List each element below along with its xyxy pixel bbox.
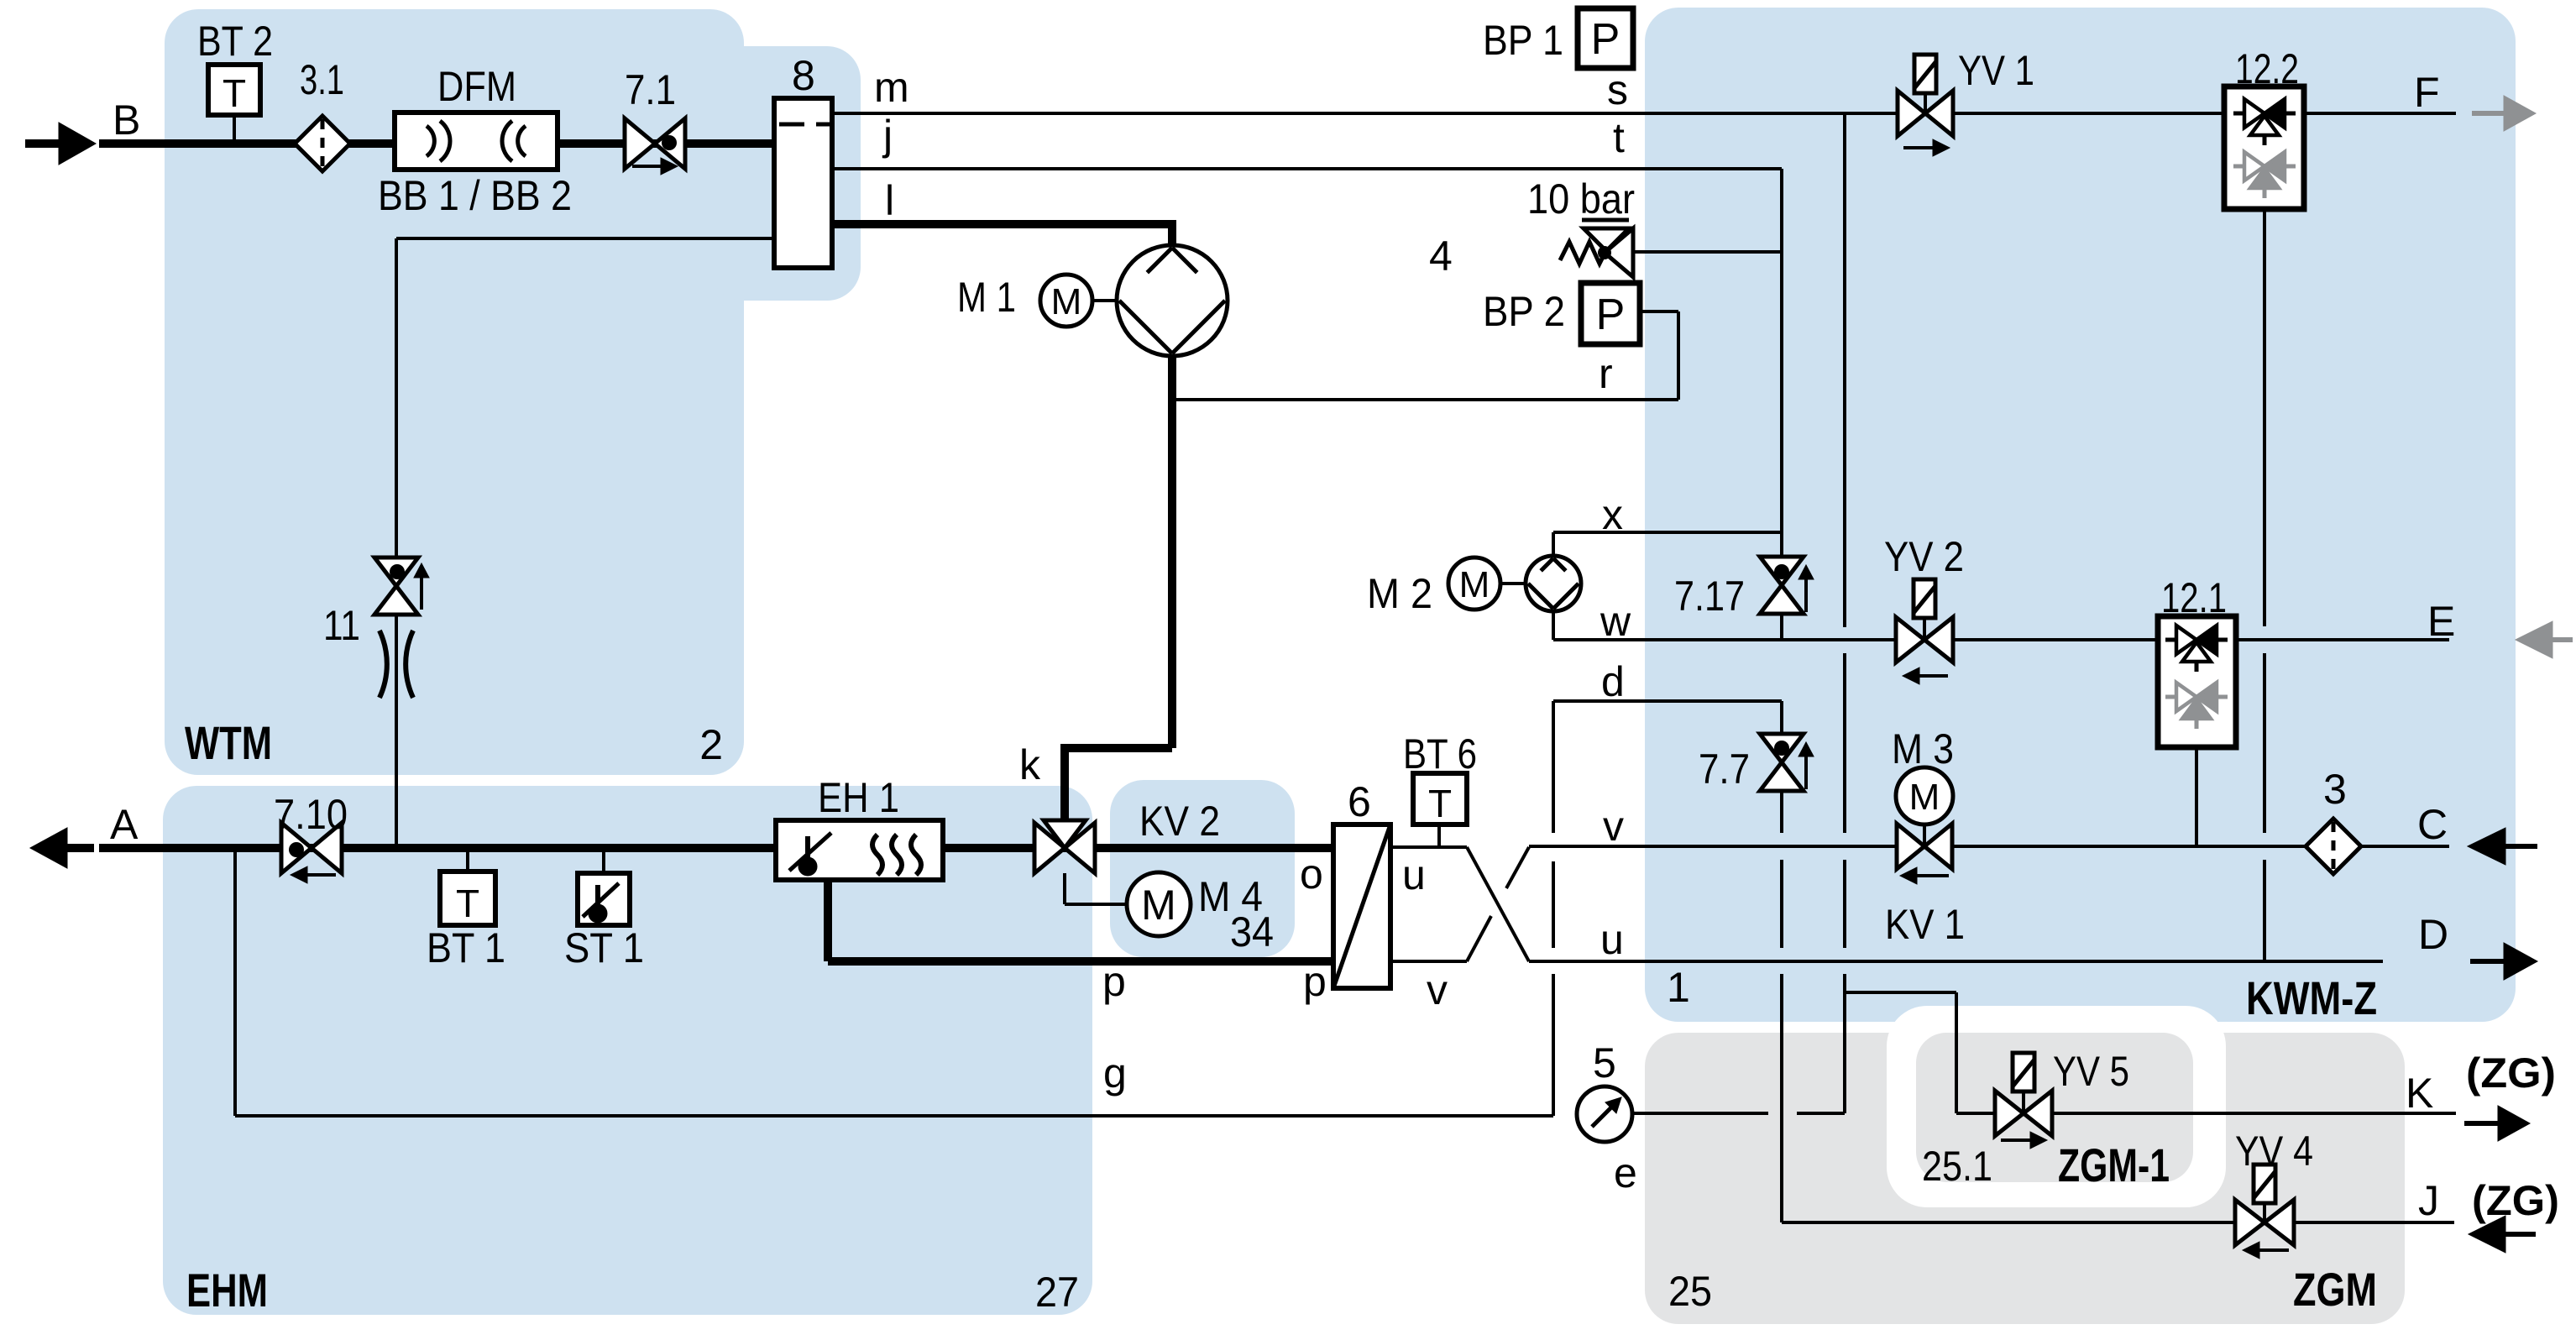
- svg-text:u: u: [1600, 916, 1624, 963]
- svg-text:M: M: [1141, 882, 1176, 929]
- svg-text:m: m: [874, 64, 909, 111]
- svg-text:4: 4: [1429, 233, 1453, 280]
- svg-text:BT 1: BT 1: [427, 924, 505, 971]
- svg-text:M 4: M 4: [1198, 873, 1263, 920]
- svg-text:34: 34: [1230, 908, 1274, 955]
- svg-text:d: d: [1601, 658, 1625, 705]
- svg-text:p: p: [1303, 958, 1327, 1005]
- svg-text:v: v: [1427, 966, 1448, 1013]
- svg-text:o: o: [1300, 851, 1323, 898]
- svg-text:8: 8: [792, 52, 815, 99]
- svg-text:WTM: WTM: [185, 716, 272, 769]
- svg-text:ZGM-1: ZGM-1: [2058, 1138, 2170, 1191]
- svg-text:KV 1: KV 1: [1885, 901, 1965, 948]
- svg-text:EHM: EHM: [186, 1264, 268, 1316]
- svg-text:12.1: 12.1: [2161, 574, 2227, 621]
- svg-text:D: D: [2418, 911, 2448, 958]
- svg-text:5: 5: [1593, 1039, 1616, 1086]
- svg-text:7.1: 7.1: [625, 66, 676, 113]
- svg-text:M: M: [1051, 281, 1082, 322]
- svg-text:YV 4: YV 4: [2235, 1128, 2313, 1175]
- svg-text:v: v: [1603, 803, 1624, 850]
- svg-text:KV 2: KV 2: [1139, 798, 1220, 845]
- svg-text:(ZG): (ZG): [2466, 1049, 2556, 1097]
- svg-text:M 2: M 2: [1367, 570, 1432, 617]
- svg-text:p: p: [1102, 958, 1126, 1005]
- svg-text:C: C: [2417, 801, 2448, 848]
- svg-text:J: J: [2418, 1177, 2439, 1224]
- svg-text:BT 6: BT 6: [1403, 730, 1477, 777]
- svg-text:DFM: DFM: [437, 63, 516, 110]
- svg-text:k: k: [1019, 741, 1041, 788]
- svg-text:x: x: [1602, 491, 1623, 538]
- svg-text:BB 1 / BB 2: BB 1 / BB 2: [378, 172, 572, 219]
- svg-text:M 3: M 3: [1892, 725, 1954, 772]
- svg-text:j: j: [882, 112, 893, 159]
- svg-text:l: l: [885, 177, 894, 224]
- svg-text:(ZG): (ZG): [2472, 1177, 2559, 1224]
- svg-text:3.1: 3.1: [300, 56, 344, 103]
- svg-text:YV 1: YV 1: [1958, 47, 2034, 94]
- svg-text:KWM-Z: KWM-Z: [2246, 971, 2377, 1024]
- svg-text:ZGM: ZGM: [2293, 1263, 2377, 1316]
- svg-text:YV 5: YV 5: [2053, 1048, 2129, 1095]
- svg-text:r: r: [1599, 350, 1613, 397]
- svg-text:M: M: [1459, 564, 1490, 605]
- svg-text:P: P: [1596, 291, 1626, 339]
- svg-text:T: T: [1428, 782, 1452, 825]
- svg-text:M: M: [1909, 777, 1940, 818]
- svg-text:10 bar: 10 bar: [1527, 175, 1635, 222]
- svg-text:3: 3: [2323, 766, 2347, 813]
- svg-text:6: 6: [1348, 778, 1371, 825]
- svg-text:ST 1: ST 1: [564, 924, 644, 971]
- svg-text:F: F: [2414, 69, 2440, 116]
- svg-text:YV 2: YV 2: [1884, 533, 1964, 580]
- svg-text:B: B: [113, 97, 140, 144]
- svg-text:s: s: [1607, 66, 1628, 113]
- svg-text:BT 2: BT 2: [197, 18, 273, 65]
- svg-text:27: 27: [1035, 1269, 1079, 1316]
- svg-text:g: g: [1103, 1049, 1127, 1097]
- svg-text:1: 1: [1667, 964, 1690, 1011]
- svg-text:EH 1: EH 1: [818, 774, 899, 821]
- svg-text:2: 2: [699, 721, 723, 768]
- svg-text:t: t: [1613, 114, 1625, 161]
- svg-text:7.10: 7.10: [274, 791, 348, 838]
- svg-text:K: K: [2406, 1070, 2433, 1117]
- svg-text:7.7: 7.7: [1699, 746, 1750, 793]
- svg-text:u: u: [1402, 851, 1426, 898]
- svg-text:12.2: 12.2: [2235, 45, 2299, 92]
- svg-text:A: A: [110, 801, 139, 848]
- svg-text:E: E: [2427, 598, 2455, 645]
- svg-text:T: T: [456, 882, 479, 925]
- svg-text:11: 11: [323, 602, 360, 649]
- svg-text:P: P: [1591, 15, 1620, 64]
- svg-text:BP 1: BP 1: [1483, 17, 1563, 64]
- svg-text:T: T: [223, 71, 246, 115]
- svg-text:w: w: [1600, 598, 1631, 645]
- svg-text:M 1: M 1: [957, 274, 1016, 321]
- svg-text:BP 2: BP 2: [1483, 288, 1565, 335]
- svg-text:25: 25: [1668, 1268, 1712, 1315]
- svg-text:e: e: [1614, 1149, 1637, 1196]
- svg-text:25.1: 25.1: [1922, 1143, 1992, 1190]
- svg-text:7.17: 7.17: [1674, 573, 1745, 620]
